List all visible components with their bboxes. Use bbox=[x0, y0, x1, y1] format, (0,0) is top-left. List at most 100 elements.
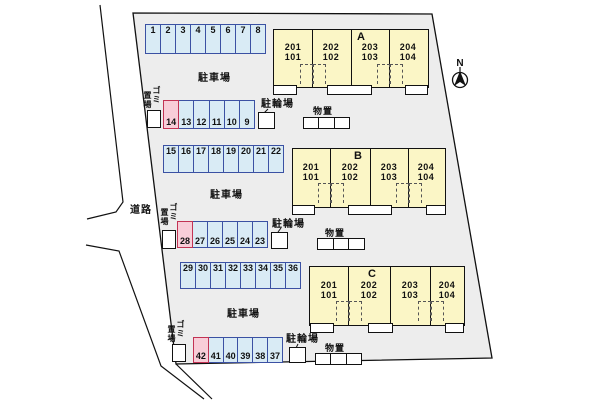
garbage-area-label: ゴミ bbox=[169, 203, 178, 221]
north-label: N bbox=[456, 58, 463, 69]
parking-stall: 24 bbox=[237, 221, 253, 248]
stall-number: 27 bbox=[194, 236, 205, 246]
leader-line bbox=[277, 227, 282, 233]
building-unit-label: 201 101 bbox=[302, 162, 320, 182]
stall-number: 9 bbox=[244, 117, 250, 127]
stall-number: 19 bbox=[225, 146, 236, 156]
parking-stall: 15 bbox=[163, 145, 179, 173]
north-indicator: N bbox=[451, 58, 469, 89]
stall-number: 30 bbox=[197, 263, 208, 273]
garbage-area-label: ゴミ bbox=[152, 86, 161, 104]
unit-divider bbox=[389, 30, 390, 87]
parking-stall: 27 bbox=[192, 221, 208, 248]
parking-stall: 38 bbox=[252, 337, 269, 363]
entrance-step bbox=[273, 85, 297, 95]
stall-number: 35 bbox=[272, 263, 283, 273]
garbage-area-box bbox=[162, 230, 176, 249]
building-unit-label: 201 101 bbox=[320, 280, 338, 300]
stall-number: 14 bbox=[166, 117, 177, 127]
stall-number: 38 bbox=[255, 351, 266, 361]
entrance-step bbox=[327, 85, 372, 95]
parking-stall: 37 bbox=[267, 337, 283, 363]
parking-stall: 40 bbox=[222, 337, 239, 363]
stall-number: 4 bbox=[195, 25, 201, 35]
unit-lower-number: 104 bbox=[438, 289, 456, 300]
building-a: A 201 101 202 102 203 103 204 104 bbox=[273, 29, 429, 88]
unit-divider bbox=[351, 30, 352, 87]
garbage-area-label: 置場 bbox=[167, 325, 176, 343]
parking-row: 15 16 17 18 19 20 21 22 bbox=[163, 145, 284, 173]
stall-number: 26 bbox=[209, 236, 220, 246]
stall-number: 21 bbox=[255, 146, 266, 156]
unit-divider bbox=[348, 267, 349, 325]
stall-number: 17 bbox=[195, 146, 206, 156]
garbage-area-label: ゴミ bbox=[176, 320, 185, 338]
storage-box-cell bbox=[345, 354, 361, 364]
parking-stall: 31 bbox=[210, 262, 226, 289]
storage-box bbox=[303, 117, 350, 129]
unit-divider bbox=[312, 30, 313, 87]
unit-divider bbox=[330, 149, 331, 207]
entrance-step bbox=[445, 323, 464, 333]
entrance-porch-dashed bbox=[409, 183, 422, 203]
building-unit-label: 204 104 bbox=[400, 42, 417, 62]
entrance-porch-dashed bbox=[377, 64, 390, 84]
unit-divider bbox=[390, 267, 391, 325]
bicycle-parking-label: 駐輪場 bbox=[272, 219, 305, 230]
entrance-porch-dashed bbox=[300, 64, 313, 84]
stall-number: 40 bbox=[225, 351, 236, 361]
parking-stall: 29 bbox=[180, 262, 196, 289]
building-unit-label: 201 101 bbox=[284, 42, 302, 62]
stall-number: 8 bbox=[255, 25, 261, 35]
parking-stall: 8 bbox=[250, 24, 266, 54]
building-name-label: C bbox=[368, 268, 376, 280]
road-edge-west bbox=[86, 4, 124, 220]
unit-upper-number: 201 bbox=[302, 162, 320, 172]
parking-row: 28 27 26 25 24 23 bbox=[177, 221, 268, 248]
stall-number: 2 bbox=[165, 25, 171, 35]
stall-number: 39 bbox=[240, 351, 251, 361]
entrance-step bbox=[426, 205, 446, 215]
parking-row: 42 41 40 39 38 37 bbox=[193, 337, 283, 363]
entrance-porch-dashed bbox=[336, 301, 349, 321]
unit-lower-number: 103 bbox=[361, 51, 379, 62]
parking-stall: 23 bbox=[252, 221, 268, 248]
stall-number: 16 bbox=[180, 146, 191, 156]
stall-number: 37 bbox=[270, 351, 281, 361]
building-unit-label: 203 103 bbox=[402, 280, 419, 300]
storage-box-cell bbox=[333, 118, 349, 128]
unit-lower-number: 101 bbox=[320, 289, 338, 300]
parking-stall: 39 bbox=[237, 337, 254, 363]
building-unit-label: 202 102 bbox=[342, 162, 359, 182]
bicycle-parking-label: 駐輪場 bbox=[261, 99, 294, 110]
road-edge-southwest bbox=[85, 244, 205, 400]
unit-upper-number: 201 bbox=[284, 42, 302, 52]
stall-number: 25 bbox=[224, 236, 235, 246]
stall-number: 32 bbox=[227, 263, 238, 273]
parking-stall-reserved: 42 bbox=[193, 337, 209, 363]
parking-lot-label: 駐車場 bbox=[198, 73, 231, 84]
unit-divider bbox=[370, 149, 371, 207]
parking-stall: 36 bbox=[285, 262, 301, 289]
parking-stall-reserved: 28 bbox=[177, 221, 193, 248]
unit-upper-number: 203 bbox=[380, 162, 398, 172]
stall-number: 3 bbox=[180, 25, 186, 35]
entrance-step bbox=[310, 323, 334, 333]
building-unit-label: 204 104 bbox=[438, 280, 456, 300]
unit-lower-number: 102 bbox=[360, 289, 378, 300]
storage-box-cell bbox=[316, 354, 330, 364]
parking-row: 14 13 12 11 10 9 bbox=[163, 100, 256, 129]
entrance-porch-dashed bbox=[313, 64, 326, 84]
unit-divider bbox=[408, 149, 409, 207]
parking-stall: 7 bbox=[235, 24, 251, 54]
stall-number: 6 bbox=[225, 25, 231, 35]
unit-upper-number: 201 bbox=[320, 280, 338, 290]
storage-box bbox=[315, 353, 362, 365]
stall-number: 42 bbox=[195, 351, 206, 361]
entrance-porch-dashed bbox=[390, 64, 403, 84]
entrance-porch-dashed bbox=[431, 301, 444, 321]
parking-stall: 10 bbox=[223, 100, 240, 129]
building-c: C 201 101 202 102 203 103 204 104 bbox=[309, 266, 465, 326]
entrance-porch-dashed bbox=[418, 301, 431, 321]
